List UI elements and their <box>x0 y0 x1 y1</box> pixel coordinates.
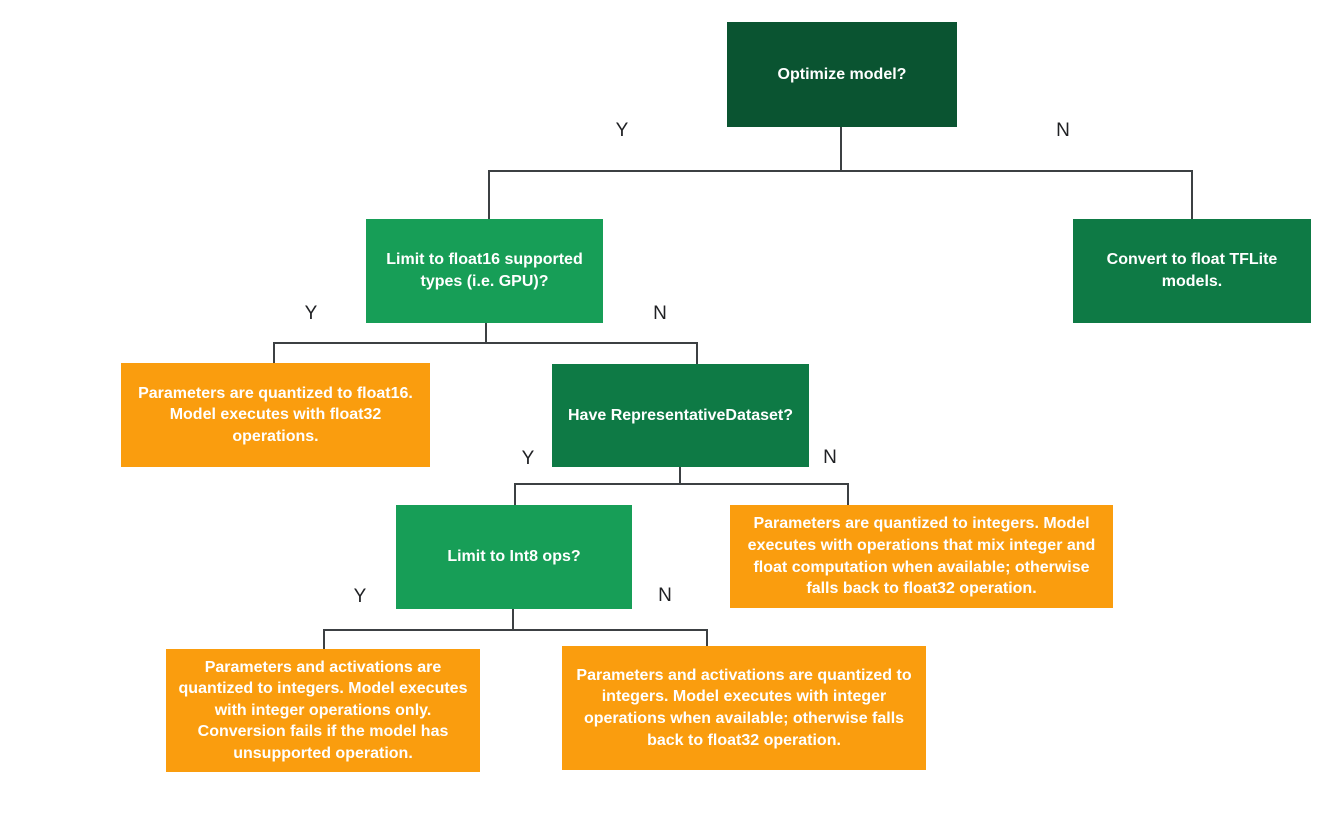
node-label: Parameters are quantized to float16. Mod… <box>138 384 413 445</box>
node-result-integer-fallback: Parameters and activations are quantized… <box>562 646 926 770</box>
connector-line <box>514 483 849 485</box>
node-limit-float16: Limit to float16 supported types (i.e. G… <box>366 219 603 323</box>
connector-line <box>706 629 708 646</box>
branch-label-no: N <box>658 585 672 606</box>
node-label: Limit to float16 supported types (i.e. G… <box>386 251 583 290</box>
node-label: Have RepresentativeDataset? <box>568 406 793 424</box>
connector-line <box>1191 170 1193 219</box>
branch-label-yes: Y <box>304 303 318 324</box>
node-label: Parameters and activations are quantized… <box>178 658 468 762</box>
connector-line <box>273 342 698 344</box>
node-result-mixed-integer-float: Parameters are quantized to integers. Mo… <box>730 505 1113 608</box>
connector-line <box>679 467 681 485</box>
node-label: Parameters and activations are quantized… <box>576 666 912 749</box>
node-result-integer-only: Parameters and activations are quantized… <box>166 649 480 772</box>
connector-line <box>323 629 325 649</box>
branch-label-yes: Y <box>521 448 535 469</box>
connector-line <box>840 127 842 171</box>
node-label: Parameters are quantized to integers. Mo… <box>747 515 1096 598</box>
connector-line <box>696 342 698 364</box>
node-have-representative-dataset: Have RepresentativeDataset? <box>552 364 809 467</box>
node-label: Optimize model? <box>777 65 907 83</box>
node-limit-int8-ops: Limit to Int8 ops? <box>396 505 632 609</box>
connector-line <box>485 323 487 344</box>
node-label: Convert to float TFLite models. <box>1106 251 1278 290</box>
connector-line <box>488 170 1193 172</box>
connector-line <box>323 629 708 631</box>
connector-line <box>847 483 849 505</box>
branch-label-no: N <box>823 447 837 468</box>
branch-label-yes: Y <box>353 586 367 607</box>
connector-line <box>514 483 516 505</box>
branch-label-no: N <box>653 303 667 324</box>
node-result-float16-quantized: Parameters are quantized to float16. Mod… <box>121 363 430 467</box>
branch-label-yes: Y <box>615 120 629 141</box>
node-label: Limit to Int8 ops? <box>447 548 581 566</box>
connector-line <box>488 170 490 219</box>
connector-line <box>273 342 275 363</box>
node-convert-float-tflite: Convert to float TFLite models. <box>1073 219 1311 323</box>
connector-line <box>512 609 514 631</box>
node-optimize-model: Optimize model? <box>727 22 957 127</box>
branch-label-no: N <box>1056 120 1070 141</box>
